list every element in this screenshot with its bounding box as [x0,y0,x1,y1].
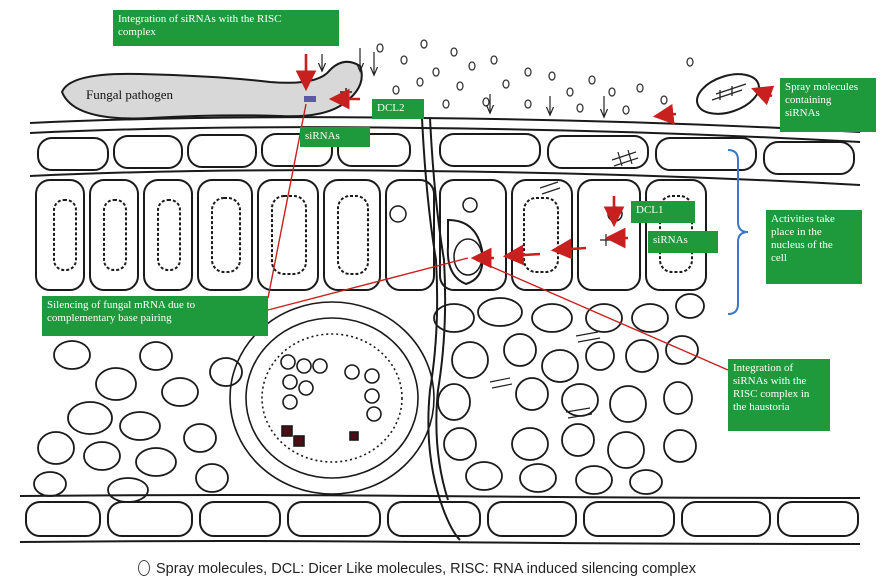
label-dcl1: DCL1 [631,201,695,223]
spray-container [692,67,764,121]
spray-molecules [377,40,693,114]
label-silencing: Silencing of fungal mRNA due to compleme… [42,296,268,336]
fungal-hypha [422,118,483,540]
figure-caption: Spray molecules, DCL: Dicer Like molecul… [138,560,878,582]
label-sirnas-left: siRNAs [300,127,370,147]
spray-down-arrows [322,48,604,116]
nucleus-bracket [728,150,748,314]
label-haustoria: Integration of siRNAs with the RISC comp… [728,359,830,431]
label-nucleus: Activities take place in the nucleus of … [766,210,862,284]
label-risc-top: Integration of siRNAs with the RISC comp… [113,10,339,46]
label-sirnas-right: siRNAs [648,231,718,253]
spray-molecule-icon [138,560,150,576]
fungal-pathogen-label: Fungal pathogen [86,87,173,103]
label-dcl2: DCL2 [372,99,424,119]
caption-text: Spray molecules, DCL: Dicer Like molecul… [156,561,696,577]
label-spray: Spray molecules containing siRNAs [780,78,876,132]
